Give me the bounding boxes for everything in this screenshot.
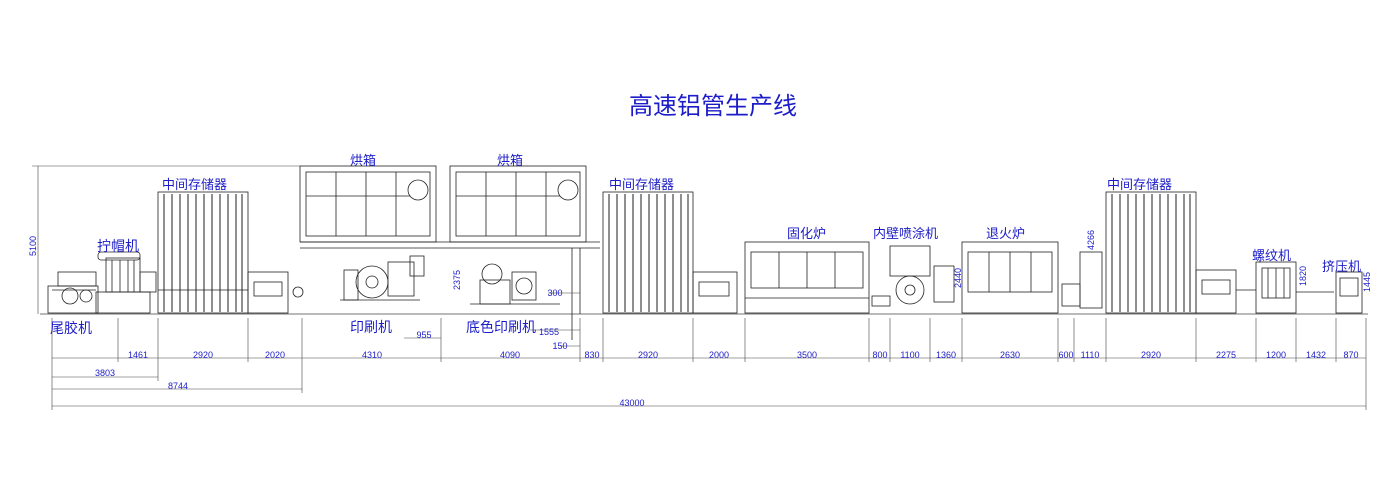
base-coat-printer-machine [470, 263, 560, 305]
transfer-1 [247, 271, 304, 314]
dim-1360: 1360 [935, 350, 957, 360]
dim-43000: 43000 [619, 398, 645, 408]
dim-8744: 8744 [167, 381, 189, 391]
label-printer: 印刷机 [350, 320, 392, 336]
label-extruder: 挤压机 [1322, 260, 1362, 275]
extruder-machine [1335, 271, 1363, 314]
dim-2920-a: 2920 [192, 350, 214, 360]
dim-2920-b: 2920 [637, 350, 659, 360]
dim-1555: 1555 [538, 327, 560, 337]
curing-oven [744, 241, 870, 314]
dim-2000: 2000 [708, 350, 730, 360]
label-buffer-1: 中间存储器 [162, 178, 228, 193]
label-oven-1: 烘箱 [350, 154, 377, 169]
oven-1 [299, 165, 437, 243]
label-buffer-3: 中间存储器 [1107, 178, 1173, 193]
label-tail-glue: 尾胶机 [50, 321, 92, 337]
capper-machine [95, 251, 157, 314]
dim-870: 870 [1343, 350, 1359, 360]
label-annealing-oven: 退火炉 [986, 227, 1026, 242]
dim-1110: 1110 [1080, 350, 1100, 360]
height-1445: 1445 [1362, 271, 1372, 292]
height-1820: 1820 [1298, 265, 1308, 286]
label-threading: 螺纹机 [1252, 249, 1292, 264]
dim-2630: 2630 [999, 350, 1021, 360]
dim-1100: 1100 [900, 350, 920, 360]
label-inner-spray: 内壁喷涂机 [873, 227, 939, 242]
dim-4090: 4090 [499, 350, 521, 360]
dim-2920-c: 2920 [1140, 350, 1162, 360]
label-curing-oven: 固化炉 [787, 227, 827, 242]
dim-1461: 1461 [127, 350, 149, 360]
height-2375: 2375 [452, 269, 462, 290]
dim-300: 300 [547, 288, 563, 298]
label-buffer-2: 中间存储器 [609, 178, 675, 193]
transfer-2 [692, 271, 738, 314]
dim-830: 830 [584, 350, 600, 360]
drawing-title: 高速铝管生产线 [629, 92, 797, 120]
annealing-oven [961, 241, 1059, 314]
dim-1432: 1432 [1305, 350, 1327, 360]
buffer-2 [602, 191, 694, 314]
dim-955: 955 [416, 330, 432, 340]
height-2440: 2440 [953, 267, 963, 288]
dim-150: 150 [552, 341, 568, 351]
height-4266: 4266 [1086, 229, 1096, 250]
dim-600: 600 [1058, 350, 1074, 360]
dim-2275: 2275 [1215, 350, 1237, 360]
threading-machine [1255, 261, 1297, 314]
dim-800: 800 [872, 350, 888, 360]
oven-2 [449, 165, 587, 243]
label-base-coat-printer: 底色印刷机 [466, 320, 536, 336]
dim-1200: 1200 [1265, 350, 1287, 360]
dim-3500: 3500 [796, 350, 818, 360]
label-capper: 拧帽机 [97, 239, 139, 255]
buffer-3 [1105, 191, 1197, 314]
dim-2020: 2020 [264, 350, 286, 360]
tail-glue-machine [47, 271, 99, 314]
printer-machine [340, 255, 425, 301]
inner-spray-machine [871, 245, 955, 307]
dim-4310: 4310 [361, 350, 383, 360]
dim-3803: 3803 [94, 368, 116, 378]
buffer-1 [157, 191, 249, 314]
transfer-3 [1195, 269, 1256, 314]
height-5100: 5100 [28, 235, 38, 256]
label-oven-2: 烘箱 [497, 154, 524, 169]
